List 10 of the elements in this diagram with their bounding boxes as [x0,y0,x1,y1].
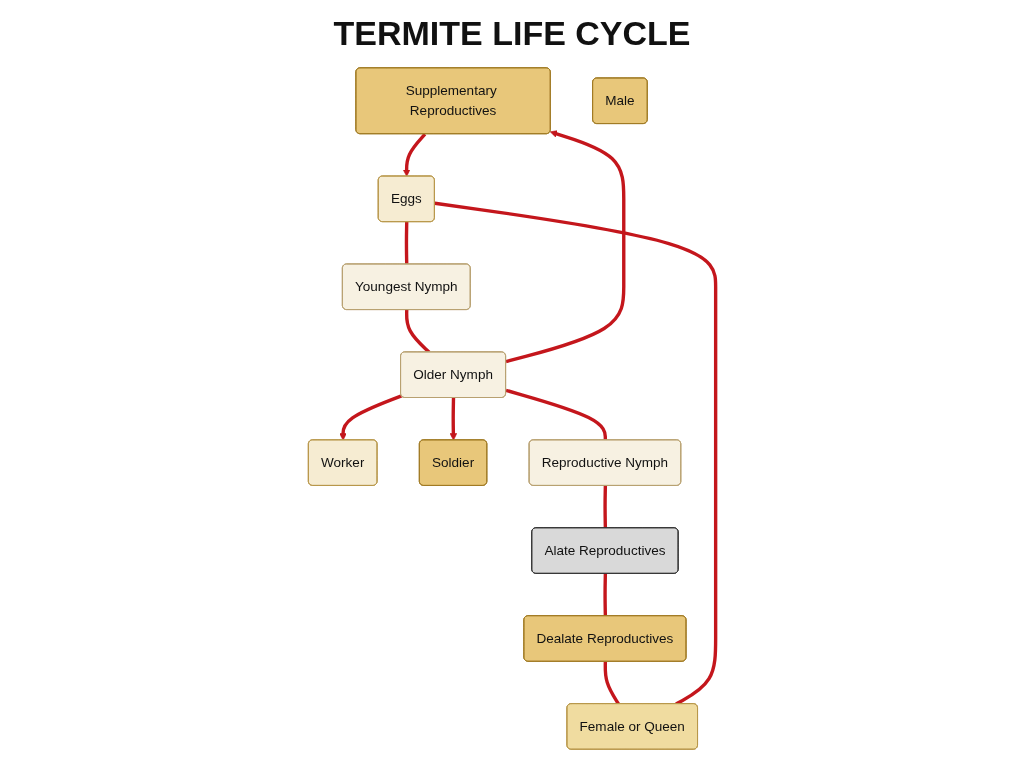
arrow [449,397,458,441]
connector [404,222,409,265]
connector [603,661,620,705]
connector [505,388,608,441]
arrow [339,394,403,441]
arrow [402,133,427,177]
connector [603,573,608,617]
arrow [505,130,626,364]
diagram-title: TERMITE LIFE CYCLE [333,14,691,53]
connector [603,485,608,529]
